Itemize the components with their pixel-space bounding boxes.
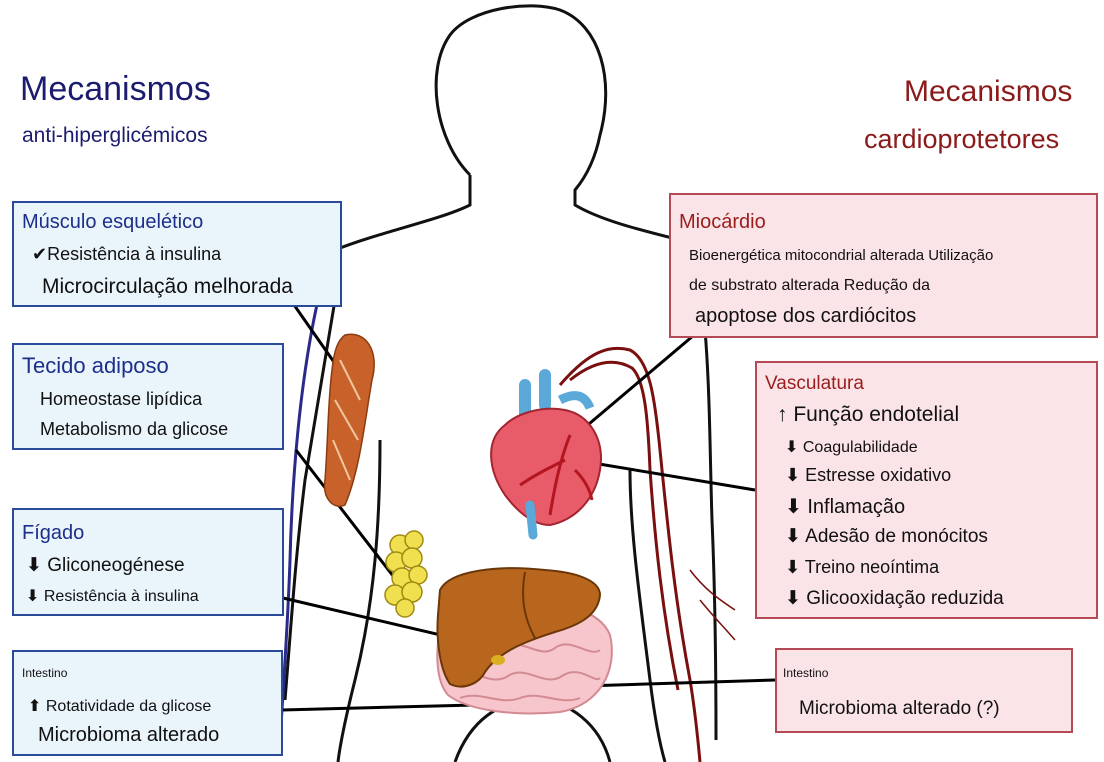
myocardium-box: Miocárdio Bioenergética mitocondrial alt… [669,193,1098,338]
myocardium-title: Miocárdio [679,211,766,234]
lipid-homeostasis-line: Homeostase lipídica [40,389,202,410]
left-subtitle: anti-hiperglicémicos [22,124,208,148]
right-title: Mecanismos [904,75,1072,109]
adipose-tissue-title: Tecido adiposo [22,353,169,379]
down-arrow-icon: ⬇ [26,554,42,576]
down-arrow-icon: ⬇ [26,586,39,605]
right-subtitle: cardioprotetores [864,124,1059,155]
altered-microbiome-left-line: Microbioma alterado [38,724,219,747]
down-arrow-icon: ⬇ [785,587,801,609]
down-arrow-icon: ⬇ [785,437,798,456]
inflammation-text: Inflamação [807,496,905,518]
down-arrow-icon: ⬇ [785,557,800,578]
gluconeogenesis-text: Gliconeogénese [47,555,184,576]
vasculature-box: Vasculatura ↑ Função endotelial ⬇ Coagul… [755,361,1098,619]
coagulability-text: Coagulabilidade [803,439,918,456]
intestine-left-title: Intestino [22,666,67,680]
liver-title: Fígado [22,522,84,545]
vascular-item: ⬇ Coagulabilidade [785,437,918,457]
down-arrow-icon: ⬇ [785,465,800,486]
microcirculation-line: Microcirculação melhorada [42,275,293,299]
glucose-metabolism-line: Metabolismo da glicose [40,419,228,440]
monocyte-adhesion-text: Adesão de monócitos [805,526,988,547]
glucose-turnover-text: Rotatividade da glicose [46,698,211,715]
intestine-right-box: Intestino Microbioma alterado (?) [775,648,1073,733]
adipose-tissue-box: Tecido adiposo Homeostase lipídica Metab… [12,343,284,450]
down-arrow-icon: ⬇ [785,494,802,518]
skeletal-muscle-title: Músculo esquelético [22,211,203,234]
myocardium-line-1: Bioenergética mitocondrial alterada Util… [689,247,993,264]
heart-icon [491,375,601,535]
myocardium-line-3: apoptose dos cardiócitos [695,305,916,328]
liver-box: Fígado ⬇ Gliconeogénese ⬇ Resistência à … [12,508,284,616]
oxidative-stress-text: Estresse oxidativo [805,465,951,485]
endothelial-function-line: ↑ Função endotelial [777,403,959,427]
insulin-resistance-text: Resistência à insulina [47,244,221,264]
glucose-turnover-line: ⬆ Rotatividade da glicose [28,696,211,716]
vascular-item: ⬇ Estresse oxidativo [785,465,951,486]
down-arrow-icon: ⬇ [785,525,801,547]
vascular-item: ⬇ Adesão de monócitos [785,525,988,548]
liver-insulin-resistance-text: Resistência à insulina [44,588,199,605]
endothelial-function-text: Função endotelial [793,403,959,426]
insulin-resistance-line: ✔Resistência à insulina [32,244,221,265]
intestine-left-box: Intestino ⬆ Rotatividade da glicose Micr… [12,650,283,756]
vasculature-title: Vasculatura [765,373,864,395]
skeletal-muscle-box: Músculo esquelético ✔Resistência à insul… [12,201,342,307]
altered-microbiome-right-line: Microbioma alterado (?) [799,698,1000,720]
left-title: Mecanismos [20,70,211,109]
vascular-item: ⬇ Inflamação [785,494,905,519]
check-icon: ✔ [32,244,47,265]
up-arrow-icon: ⬆ [28,696,41,715]
vascular-item: ⬇ Treino neoíntima [785,557,939,578]
liver-insulin-resistance-line: ⬇ Resistência à insulina [26,586,199,606]
intestine-right-title: Intestino [783,666,828,680]
gluconeogenesis-line: ⬇ Gliconeogénese [26,554,185,577]
myocardium-line-2: de substrato alterada Redução da [689,277,930,295]
glycoxidation-text: Glicooxidação reduzida [806,588,1004,609]
vascular-item: ⬇ Glicooxidação reduzida [785,587,1004,610]
thin-up-arrow-icon: ↑ [777,403,788,426]
neointima-text: Treino neoíntima [805,557,939,577]
